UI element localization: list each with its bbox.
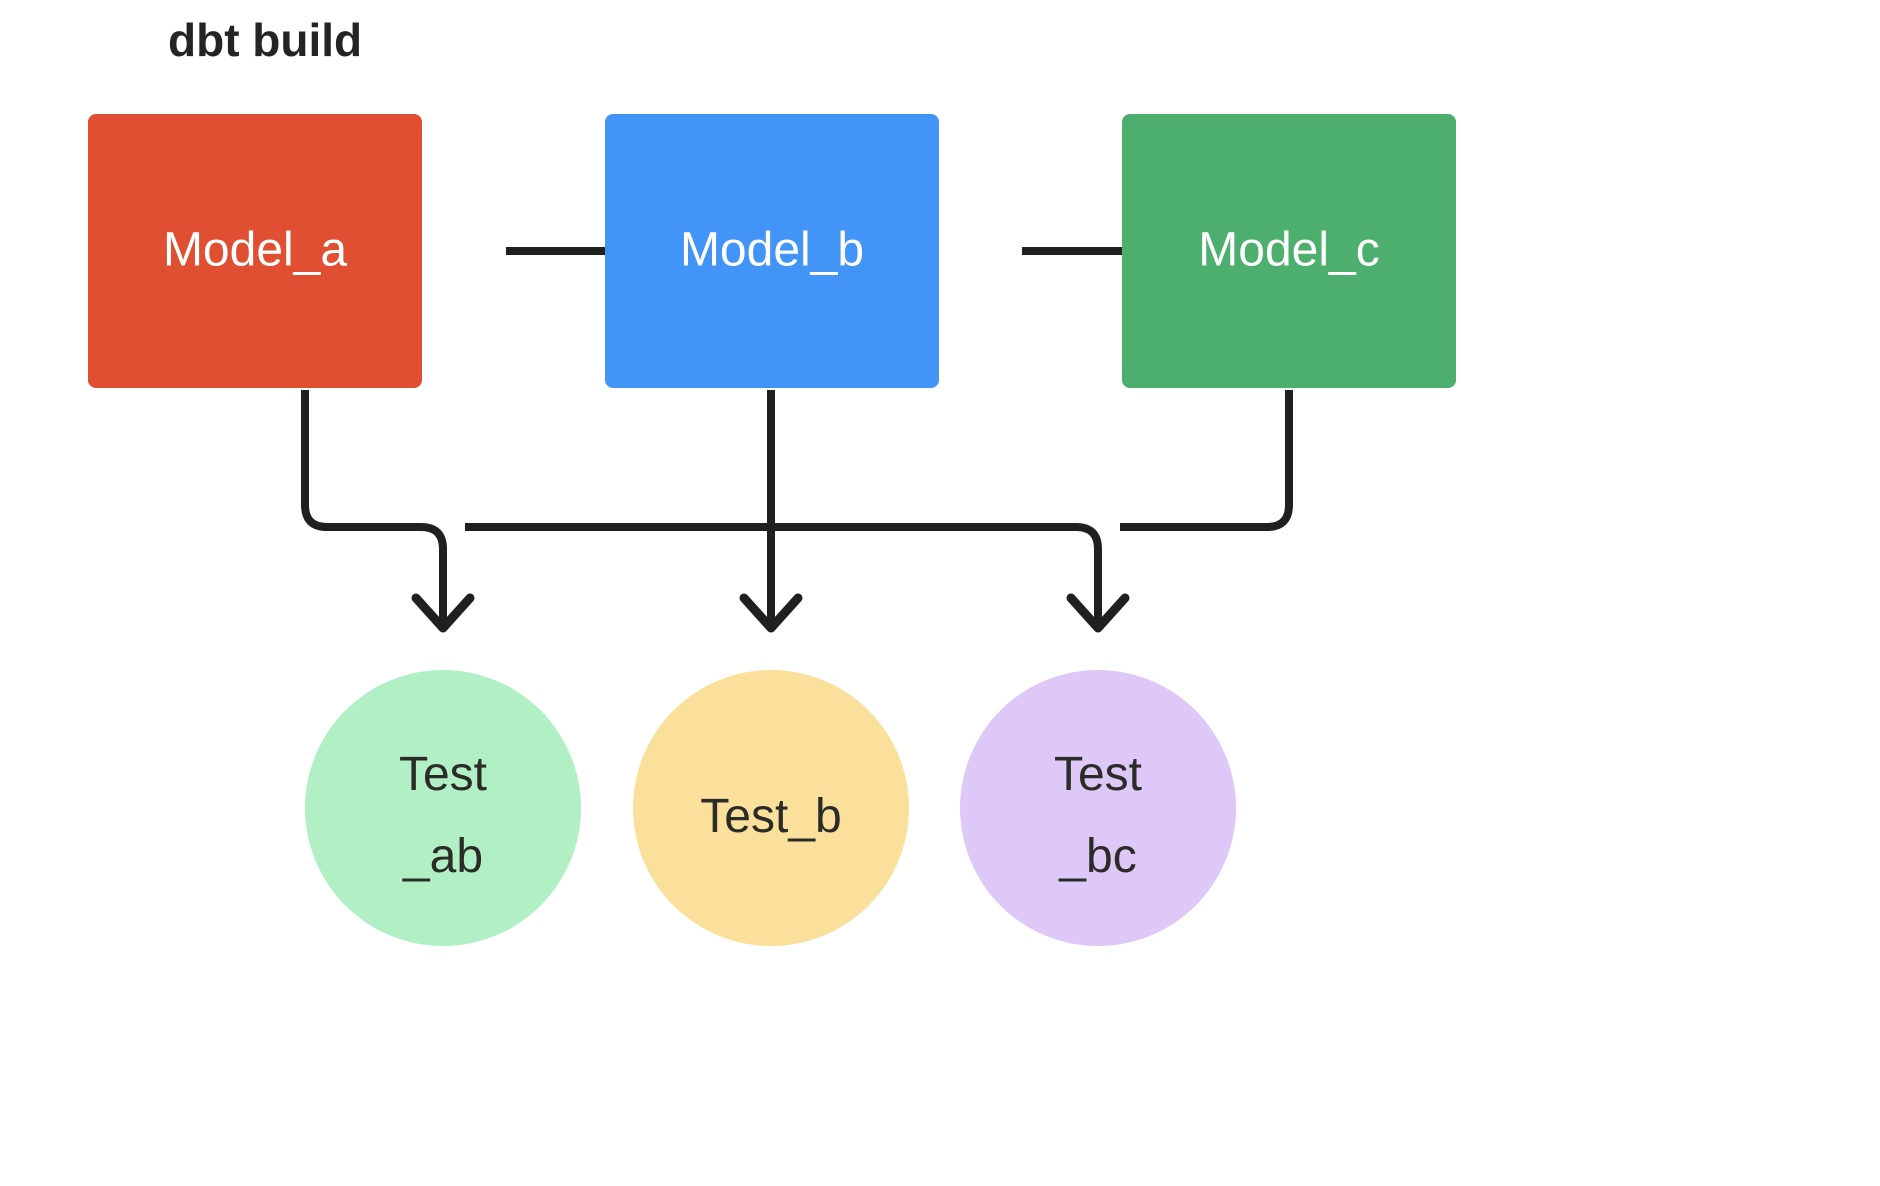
edge-model-b-to-test-bc (771, 523, 1130, 633)
edge-model-b-to-test-ab (465, 390, 775, 531)
node-model-c[interactable]: Model_c (1122, 114, 1456, 388)
node-model-b-shape[interactable] (605, 114, 939, 388)
edge-model-b-to-test-b (739, 390, 803, 633)
node-test-b-shape[interactable] (633, 670, 909, 946)
node-test-bc[interactable]: Test _bc (960, 670, 1236, 946)
node-model-c-label: Model_c (1198, 224, 1379, 277)
node-test-b-label-line-1: Test_b (700, 790, 841, 843)
node-model-a-shape[interactable] (88, 114, 422, 388)
node-test-ab-shape[interactable] (305, 670, 581, 946)
node-test-bc-label-line-2: _bc (1058, 830, 1136, 883)
node-test-bc-shape[interactable] (960, 670, 1236, 946)
node-model-a-label: Model_a (163, 224, 347, 277)
node-test-ab-label-line-2: _ab (402, 830, 483, 883)
node-test-bc-label-line-1: Test (1054, 748, 1142, 801)
node-test-b[interactable]: Test_b (633, 670, 909, 946)
edge-model-c-to-test-bc (1120, 390, 1293, 531)
node-test-ab-label-line-1: Test (399, 748, 487, 801)
node-test-ab[interactable]: Test _ab (305, 670, 581, 946)
edge-model-a-to-test-ab (301, 390, 475, 633)
node-model-b[interactable]: Model_b (605, 114, 939, 388)
node-model-b-label: Model_b (680, 224, 864, 277)
page-title: dbt build (168, 14, 362, 66)
node-model-a[interactable]: Model_a (88, 114, 422, 388)
node-model-c-shape[interactable] (1122, 114, 1456, 388)
